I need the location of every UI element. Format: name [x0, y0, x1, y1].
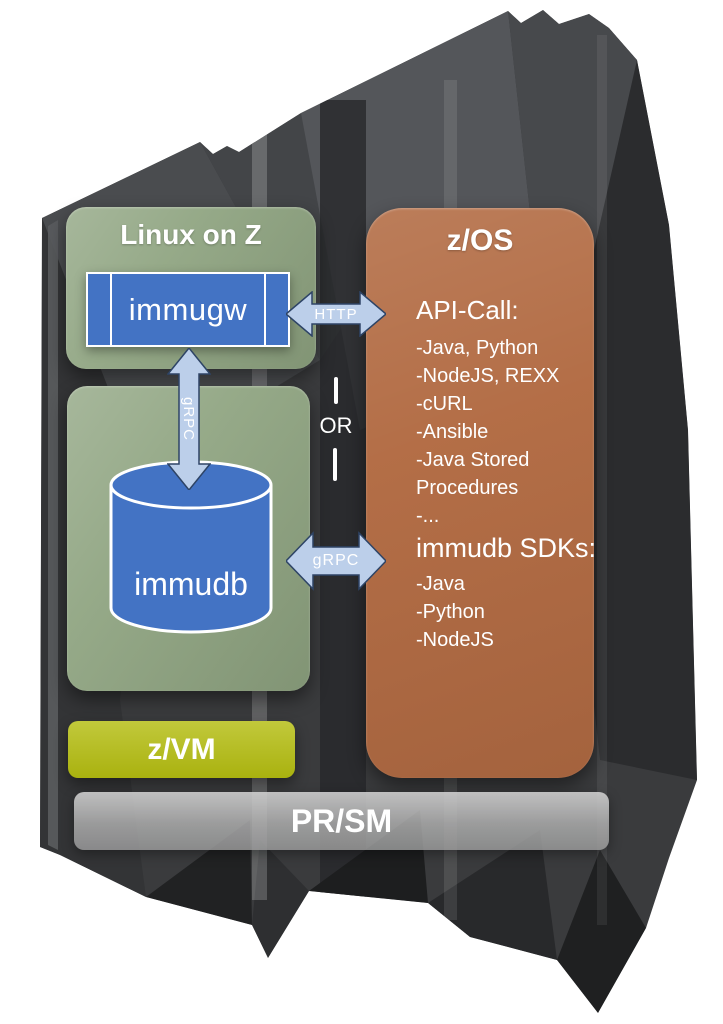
http-arrow-label: HTTP	[314, 305, 358, 323]
immugw-box: immugw	[86, 272, 290, 347]
sdk-item: -Python	[416, 601, 485, 623]
prsm-label: PR/SM	[290, 802, 393, 839]
api-call-item: -Java Stored Procedures	[416, 449, 530, 499]
zvm-label: z/VM	[147, 732, 216, 766]
immugw-label: immugw	[128, 291, 248, 327]
sdks-heading: immudb SDKs:	[416, 533, 597, 563]
zos-sdks-block: immudb SDKs: -Java -Python -NodeJS	[416, 532, 598, 654]
grpc-horizontal-arrow	[286, 531, 386, 591]
http-arrow	[286, 291, 386, 337]
immugw-left-divider	[110, 274, 112, 345]
api-call-item: -Java, Python	[416, 337, 539, 359]
zvm-box: z/VM	[68, 721, 295, 778]
api-call-heading: API-Call:	[416, 295, 519, 325]
prsm-bar: PR/SM	[74, 792, 609, 850]
immudb-label: immudb	[134, 566, 248, 602]
sdk-item: -Java	[416, 573, 465, 595]
or-label: OR	[319, 413, 353, 438]
api-call-item: -...	[416, 505, 440, 527]
api-call-item: -Ansible	[416, 421, 489, 443]
immugw-right-divider	[264, 274, 266, 345]
sdk-item: -NodeJS	[416, 629, 494, 651]
api-call-item: -NodeJS, REXX	[416, 365, 560, 387]
or-separator-top-bar	[334, 377, 338, 404]
api-call-item: -cURL	[416, 393, 473, 415]
zos-title: z/OS	[446, 224, 514, 257]
linux-on-z-title: Linux on Z	[120, 219, 262, 250]
grpc-vertical-arrow-label: gRPC	[180, 396, 198, 441]
grpc-vertical-arrow	[167, 348, 211, 490]
zos-api-call-block: API-Call: -Java, Python -NodeJS, REXX -c…	[416, 294, 592, 530]
zos-panel: z/OS	[366, 208, 594, 778]
grpc-horizontal-arrow-label: gRPC	[312, 552, 360, 569]
or-separator-bottom-bar	[333, 448, 337, 481]
